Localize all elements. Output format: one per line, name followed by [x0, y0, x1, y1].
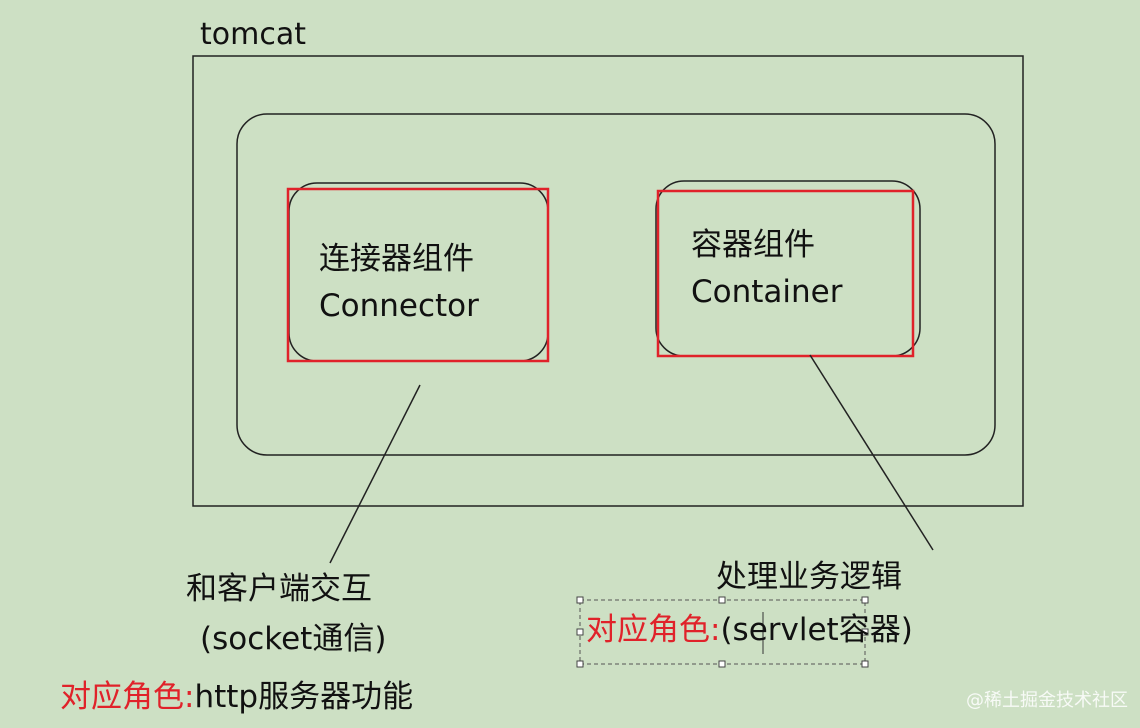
connector-role-label: 对应角色:	[60, 679, 195, 715]
resize-handle[interactable]	[861, 628, 869, 636]
tomcat-outer-box	[192, 55, 1024, 507]
container-highlight-box	[656, 189, 915, 358]
connector-role: 对应角色:http服务器功能	[60, 682, 413, 713]
container-name-zh: 容器组件	[691, 227, 815, 263]
container-callout-line	[809, 354, 934, 551]
connector-name-en: Connector	[319, 288, 479, 324]
container-role-label: 对应角色:	[586, 612, 721, 648]
resize-handle[interactable]	[718, 596, 726, 604]
service-inner-box	[236, 113, 996, 456]
container-role[interactable]: 对应角色:(servlet容器)	[586, 615, 913, 646]
resize-handle[interactable]	[576, 628, 584, 636]
selection-frame[interactable]	[576, 596, 869, 668]
resize-handle[interactable]	[718, 660, 726, 668]
resize-handle[interactable]	[861, 596, 869, 604]
container-name-en: Container	[691, 274, 843, 310]
resize-handle[interactable]	[861, 660, 869, 668]
resize-handle[interactable]	[576, 660, 584, 668]
connector-desc-line1: 和客户端交互	[186, 571, 372, 607]
connector-role-value: http服务器功能	[194, 679, 414, 715]
connector-name-zh: 连接器组件	[319, 241, 474, 277]
container-box	[655, 180, 921, 357]
connector-callout-line	[329, 384, 421, 564]
connector-desc-line2: (socket通信)	[200, 621, 387, 657]
watermark: @稀土掘金技术社区	[966, 690, 1128, 711]
tomcat-label: tomcat	[200, 17, 306, 52]
connector-highlight-box	[286, 187, 550, 363]
container-desc-line1: 处理业务逻辑	[716, 559, 902, 595]
resize-handle[interactable]	[576, 596, 584, 604]
container-role-value: (servlet容器)	[720, 612, 913, 648]
